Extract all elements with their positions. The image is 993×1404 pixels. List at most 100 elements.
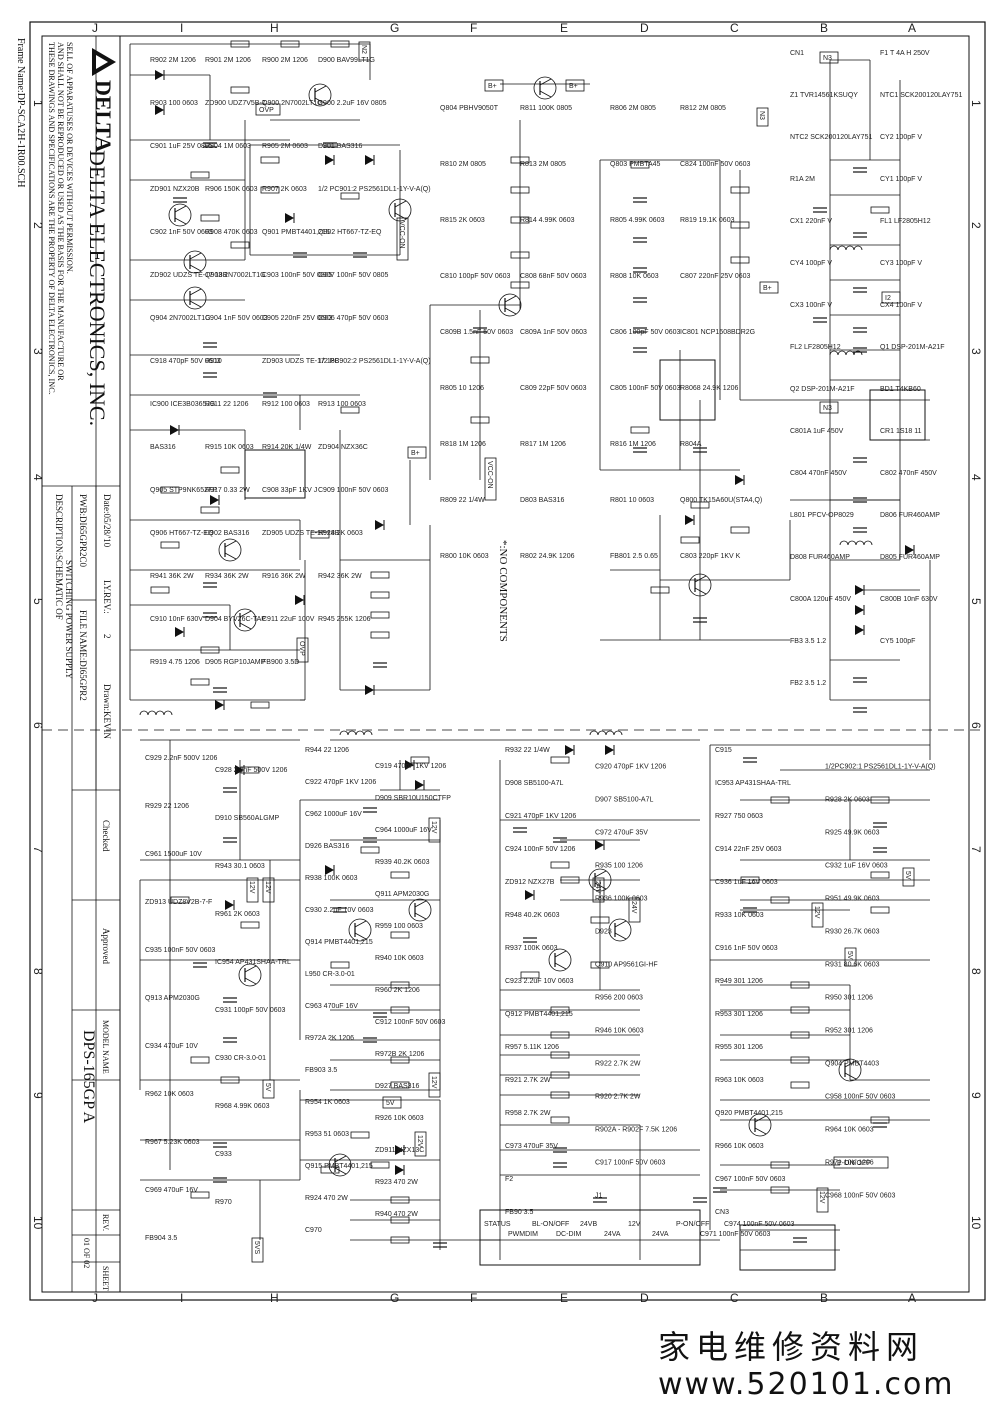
component-label: R902 2M 1206: [150, 57, 196, 64]
grid-number-left: 10: [31, 1216, 45, 1230]
component-label: D805 FUR460AMP: [880, 554, 940, 561]
component-label: D907 SB5100-A7L: [595, 797, 653, 804]
resistor-symbol: [390, 1056, 410, 1064]
svg-text:12V: 12V: [264, 881, 271, 894]
component-label: C912 100nF 50V 0603: [375, 1019, 446, 1026]
component-label: D806 FUR460AMP: [880, 512, 940, 519]
capacitor-symbol: [473, 327, 487, 333]
component-label: C802 470nF 450V: [880, 470, 937, 477]
component-label: R920 2.7K 2W: [595, 1094, 641, 1101]
component-label: FB904 3.5: [145, 1235, 177, 1242]
ic-symbol: [244, 449, 306, 499]
no-components-note: *:NO COMPONENTS: [497, 540, 509, 642]
capacitor-symbol: [853, 167, 867, 173]
component-label: CY3 100pF V: [880, 260, 922, 267]
capacitor-symbol: [553, 1162, 567, 1168]
net-tag: I2: [881, 291, 901, 304]
net-tag: P-ON/OFF: [833, 1156, 889, 1169]
grid-letter-bottom: G: [390, 1291, 399, 1305]
diode-symbol: [405, 760, 415, 770]
component-label: R934 36K 2W: [205, 573, 249, 580]
component-label: D910 SB560ALGMP: [215, 815, 280, 822]
component-label: Q905 STP9NK65ZFP: [150, 487, 218, 494]
component-label: Q804 PBHV9050T: [440, 105, 499, 112]
transistor-symbol: [533, 76, 557, 100]
capacitor-symbol: [853, 677, 867, 683]
svg-text:12V: 12V: [248, 881, 255, 894]
resistor-symbol: [260, 186, 280, 194]
resistor-symbol: [550, 756, 570, 764]
component-label: C803 220pF 1KV K: [680, 553, 741, 560]
capacitor-symbol: [213, 1142, 227, 1148]
resistor-symbol: [390, 1236, 410, 1244]
component-label: C910 10nF 630V: [150, 616, 203, 623]
component-label: D900 BAV99LT1G: [318, 57, 375, 64]
component-label: R928 2K 0603: [825, 797, 870, 804]
ic-symbol: [739, 1224, 836, 1271]
ic-symbol: [479, 1209, 701, 1266]
svg-text:5V: 5V: [846, 951, 853, 960]
component-label: C804 470nF 450V: [790, 470, 847, 477]
resistor-symbol: [510, 186, 530, 194]
resistor-symbol: [350, 1131, 370, 1139]
grid-letter-top: H: [270, 21, 279, 35]
component-label: ZD911 NZX13C: [375, 1147, 424, 1154]
component-label: PWMDIM: [508, 1231, 538, 1238]
capacitor-symbol: [513, 827, 527, 833]
resistor-symbol: [550, 861, 570, 869]
svg-text:24V: 24V: [630, 901, 637, 914]
component-label: C806 100pF 50V 0603: [610, 329, 681, 336]
net-tag: N3: [819, 51, 839, 64]
resistor-symbol: [370, 611, 390, 619]
component-label: R801 10 0603: [610, 497, 654, 504]
outer-border: [29, 21, 986, 1301]
diode-symbol: [225, 900, 235, 910]
component-label: ZD901 NZX20B: [150, 186, 200, 193]
component-label: R800 10K 0603: [440, 553, 489, 560]
svg-text:N3: N3: [758, 111, 765, 120]
component-label: C905 220nF 25V 0603: [262, 315, 333, 322]
capacitor-symbol: [353, 252, 367, 258]
component-label: L801 PFCV-OP8029: [790, 512, 854, 519]
grid-letter-top: F: [470, 21, 477, 35]
component-label: C800B 10nF 630V: [880, 596, 938, 603]
component-label: D926 BAS316: [305, 843, 349, 850]
capacitor-symbol: [853, 527, 867, 533]
capacitor-symbol: [633, 267, 647, 273]
capacitor-symbol: [223, 1037, 237, 1043]
resistor-symbol: [390, 1006, 410, 1014]
svg-text:N2: N2: [360, 45, 367, 54]
net-tag: N3: [819, 401, 839, 414]
capacitor-symbol: [373, 662, 387, 668]
grid-letter-bottom: I: [180, 1291, 183, 1305]
net-tag: VCC-ON: [396, 217, 409, 261]
transistor-symbol: [233, 608, 257, 632]
component-label: C964 1000uF 16V: [375, 827, 432, 834]
resistor-symbol: [410, 756, 430, 764]
resistor-symbol: [770, 1161, 790, 1169]
capacitor-symbol: [553, 1147, 567, 1153]
capacitor-symbol: [363, 837, 377, 843]
capacitor-symbol: [213, 1177, 227, 1183]
component-label: C929 2.2nF 500V 1206: [145, 755, 217, 762]
capacitor-symbol: [553, 837, 567, 843]
capacitor-symbol: [193, 962, 207, 968]
capacitor-symbol: [873, 1122, 887, 1128]
resistor-symbol: [190, 171, 210, 179]
component-label: CX1 220nF V: [790, 218, 832, 225]
component-label: CN3: [715, 1209, 729, 1216]
resistor-symbol: [230, 86, 250, 94]
component-label: Q902 HT667-TZ-EQ: [318, 229, 382, 236]
net-tag: OVP: [255, 103, 281, 116]
resistor-symbol: [200, 506, 220, 514]
component-label: R945 255K 1206: [318, 616, 371, 623]
component-label: BL-ON/OFF: [532, 1221, 569, 1228]
resistor-symbol: [520, 971, 540, 979]
component-label: R927 750 0603: [715, 813, 763, 820]
resistor-symbol: [770, 1186, 790, 1194]
component-label: R923 470 2W: [375, 1179, 418, 1186]
net-tag: 12V: [816, 1187, 829, 1213]
component-label: R922 2.7K 2W: [595, 1061, 641, 1068]
capacitor-symbol: [693, 1197, 707, 1203]
